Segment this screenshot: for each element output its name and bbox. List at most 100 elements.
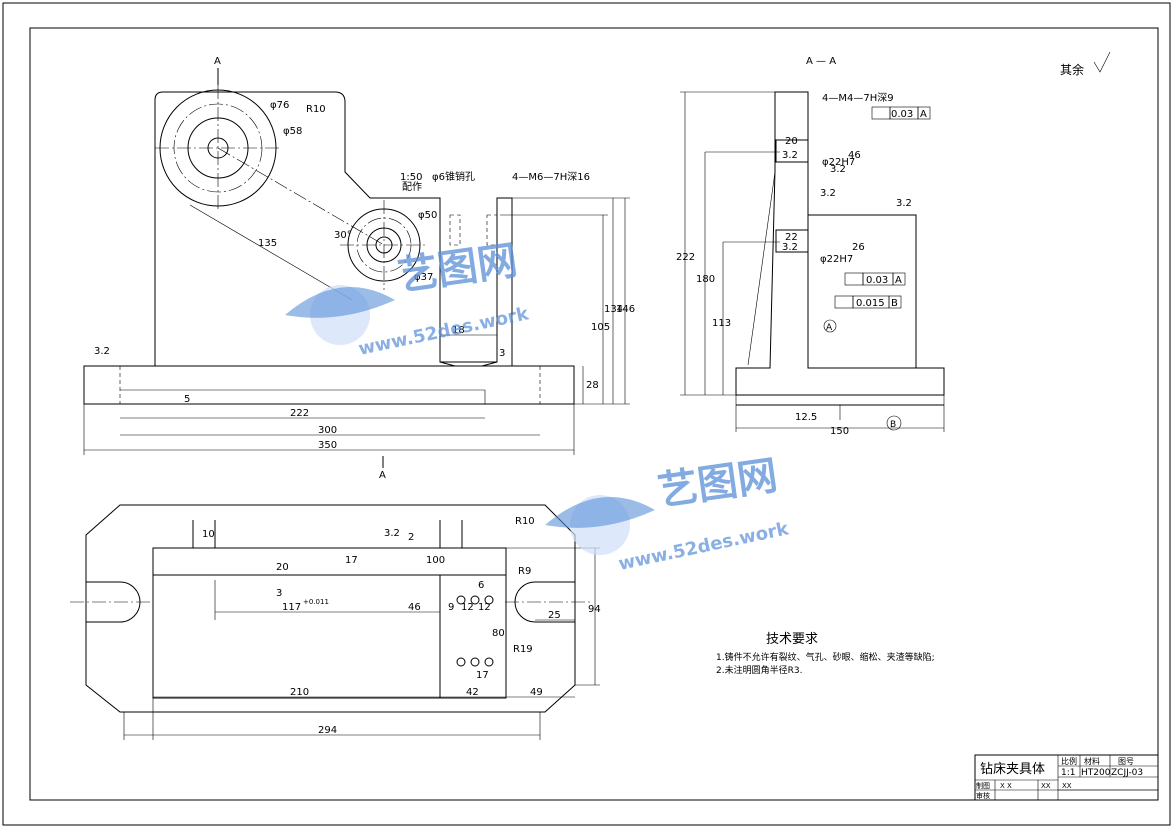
sec-datum-a: A <box>826 323 833 333</box>
sec-ra-125: 12.5 <box>795 412 817 423</box>
top-25: 25 <box>548 610 561 621</box>
other-finish-note: 其余 <box>1060 62 1084 77</box>
dim-135: 135 <box>258 238 277 249</box>
front-view <box>83 68 630 468</box>
cut-label-bottom: A <box>379 470 386 481</box>
dim-222: 222 <box>290 408 309 419</box>
dim-30deg: 30° <box>334 230 352 241</box>
watermark-brand-2: 艺图网 <box>655 453 780 515</box>
top-17: 17 <box>345 555 358 566</box>
sec-datum2: A <box>895 275 902 286</box>
top-20: 20 <box>276 562 289 573</box>
tb-scale: 1:1 <box>1061 768 1075 778</box>
dim-28: 28 <box>586 380 599 391</box>
inner-frame <box>29 27 1159 801</box>
sec-ra1: 3.2 <box>782 150 798 161</box>
tb-drawer: X X <box>1000 782 1012 790</box>
top-2: 2 <box>408 532 414 543</box>
top-6: 6 <box>478 580 484 591</box>
dim-3: 3 <box>499 348 505 359</box>
top-3: 3 <box>276 588 282 599</box>
top-210: 210 <box>290 687 309 698</box>
dim-phi58: φ58 <box>283 126 302 137</box>
sec-ra3: 3.2 <box>820 188 836 199</box>
top-view <box>70 504 600 740</box>
top-80: 80 <box>492 628 505 639</box>
large-bore <box>155 85 282 212</box>
sec-bore2: φ22H7 <box>820 254 853 265</box>
dim-phi76: φ76 <box>270 100 289 111</box>
watermark-url-2: www.52des.work <box>617 518 792 575</box>
top-42: 42 <box>466 687 479 698</box>
section-title: A — A <box>806 56 836 67</box>
top-r9: R9 <box>518 566 531 577</box>
section-view <box>680 91 945 432</box>
tb-date2: XX <box>1062 782 1072 790</box>
sec-113: 113 <box>712 318 731 329</box>
top-r19: R19 <box>513 644 533 655</box>
tb-header-drawing-no: 图号 <box>1118 757 1134 766</box>
section-hatch <box>735 91 945 396</box>
dim-phi50: φ50 <box>418 210 437 221</box>
tb-drawn-label: 制图 <box>976 781 990 790</box>
top-117: 117 <box>282 602 301 613</box>
note-2: 2.未注明圆角半径R3. <box>716 664 802 676</box>
front-base <box>83 365 575 405</box>
sec-46: 46 <box>848 150 861 161</box>
watermark-globe-2 <box>545 495 655 555</box>
top-100: 100 <box>426 555 445 566</box>
front-body-outline <box>154 91 513 366</box>
top-ra: 3.2 <box>384 528 400 539</box>
note-1: 1.铸件不允许有裂纹、气孔、砂眼、缩松、夹渣等缺陷; <box>716 651 935 663</box>
top-46: 46 <box>408 602 421 613</box>
top-9: 9 <box>448 602 454 613</box>
dim-taper-pin: φ6锥销孔 <box>432 170 475 183</box>
dim-5: 5 <box>184 394 190 405</box>
top-12b: 12 <box>478 602 491 613</box>
sec-22: 22 <box>785 232 798 243</box>
title-block <box>974 754 1159 801</box>
tb-checked-label: 审核 <box>976 791 990 800</box>
top-94: 94 <box>588 604 601 615</box>
top-tol: +0.011 <box>303 598 329 606</box>
roughness-symbol <box>1093 51 1111 73</box>
watermark: 艺图网 www.52des.work 艺图网 www.52des.work <box>285 238 791 575</box>
dim-phi37: φ37 <box>414 272 433 283</box>
tb-header-material: 材料 <box>1084 756 1100 766</box>
tb-header-scale: 比例 <box>1061 756 1077 766</box>
sec-ra5: 3.2 <box>896 198 912 209</box>
sec-datum1: A <box>920 109 927 120</box>
sec-ra4: 3.2 <box>782 242 798 253</box>
top-294: 294 <box>318 725 337 736</box>
sec-222: 222 <box>676 252 695 263</box>
top-17b: 17 <box>476 670 489 681</box>
top-10: 10 <box>202 529 215 540</box>
tb-drawing-no: ZCJJ-03 <box>1111 768 1143 778</box>
sec-tol3: 0.015 <box>856 298 885 309</box>
sec-thread: 4—M4—7H深9 <box>822 92 894 104</box>
sec-datum3: B <box>891 298 898 309</box>
top-r10: R10 <box>515 516 535 527</box>
sec-bore1: φ22H7 <box>822 157 855 168</box>
tb-material: HT200 <box>1081 768 1111 778</box>
sec-150: 150 <box>830 426 849 437</box>
sec-datum-b: B <box>890 420 896 430</box>
watermark-brand-1: 艺图网 <box>395 238 520 300</box>
cut-label-top: A <box>214 56 221 67</box>
sec-tol1: 0.03 <box>891 109 913 120</box>
watermark-globe-1 <box>285 285 395 345</box>
top-outline <box>85 504 576 713</box>
dim-roughness: 3.2 <box>94 346 110 357</box>
dim-18: 18 <box>452 325 465 336</box>
dim-fitted: 配作 <box>402 181 422 193</box>
dim-thread: 4—M6—7H深16 <box>512 171 590 183</box>
sec-tol2: 0.03 <box>866 275 888 286</box>
top-49: 49 <box>530 687 543 698</box>
small-bore <box>340 200 428 290</box>
sheet-title: 钻床夹具体 <box>980 762 1045 777</box>
dim-105: 105 <box>591 322 610 333</box>
dim-134: 134 <box>604 304 623 315</box>
